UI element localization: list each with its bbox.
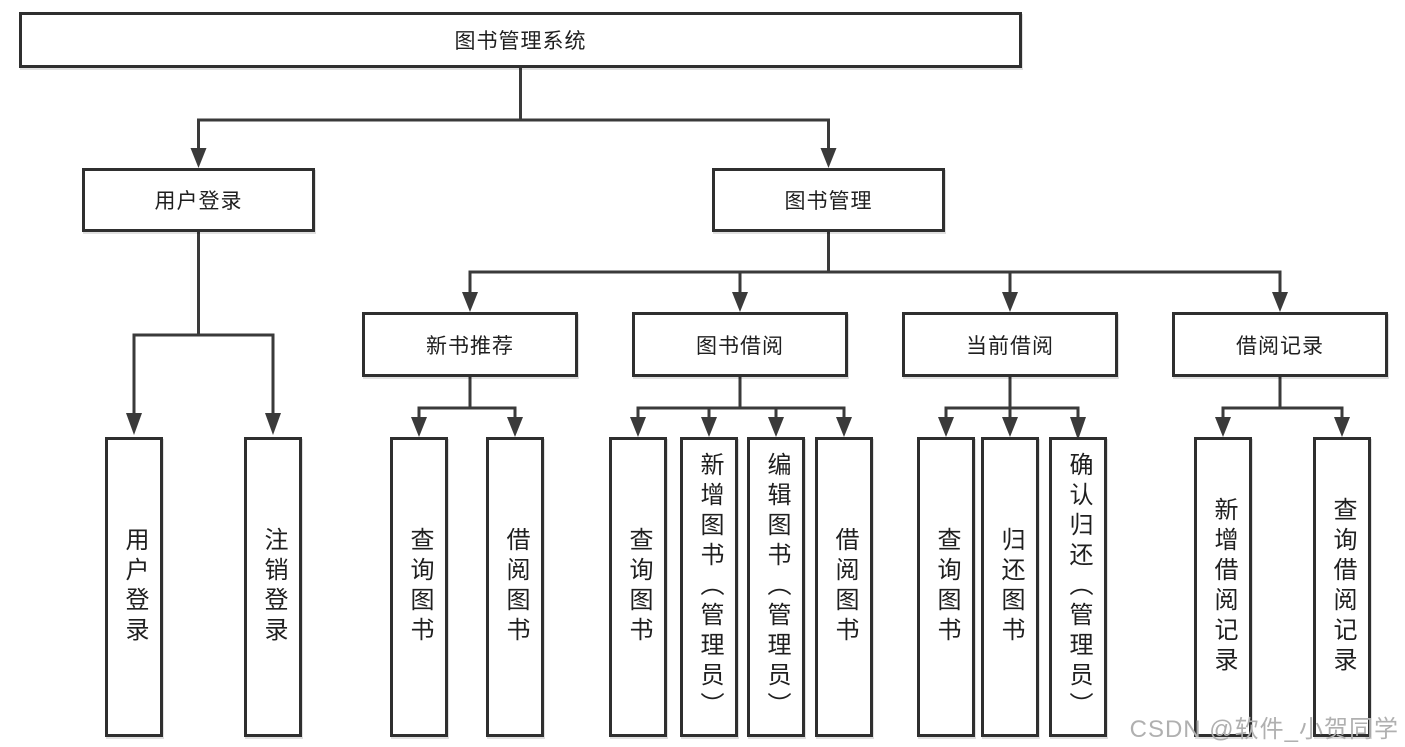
node-label: 当前借阅: [966, 334, 1054, 358]
node-system-root: 图书管理系统: [19, 12, 1022, 68]
leaf-query-books-1: 查询图书: [390, 437, 448, 737]
node-label: 图书管理系统: [454, 30, 587, 53]
node-label: 用户登录: [121, 527, 148, 647]
leaf-return-books: 归还图书: [981, 437, 1039, 737]
leaf-query-books-3: 查询图书: [917, 437, 975, 737]
node-label: 图书管理: [784, 190, 873, 213]
node-label: 查询图书: [406, 527, 433, 647]
node-label: 确认归还（管理员）: [1065, 452, 1092, 722]
node-label: 借阅图书: [831, 527, 858, 647]
node-borrowing-records: 借阅记录: [1172, 312, 1388, 377]
node-label: 归还图书: [997, 527, 1024, 647]
leaf-add-books-admin: 新增图书（管理员）: [680, 437, 738, 737]
node-current-borrowing: 当前借阅: [902, 312, 1118, 377]
watermark: CSDN @软件_小贺同学: [1129, 716, 1399, 743]
node-book-borrowing: 图书借阅: [632, 312, 848, 377]
leaf-query-borrow-record: 查询借阅记录: [1313, 437, 1371, 737]
node-label: 查询图书: [625, 527, 652, 647]
node-label: 查询图书: [933, 527, 960, 647]
node-label: 注销登录: [260, 527, 287, 647]
node-label: 查询借阅记录: [1329, 497, 1356, 677]
leaf-borrow-books-2: 借阅图书: [815, 437, 873, 737]
leaf-borrow-books-1: 借阅图书: [486, 437, 544, 737]
node-new-book-recommend: 新书推荐: [362, 312, 578, 377]
node-label: 新书推荐: [426, 334, 514, 358]
node-book-management: 图书管理: [712, 168, 945, 232]
leaf-query-books-2: 查询图书: [609, 437, 667, 737]
leaf-user-login: 用户登录: [105, 437, 163, 737]
node-label: 新增图书（管理员）: [696, 452, 723, 722]
node-label: 图书借阅: [696, 334, 784, 358]
leaf-logout: 注销登录: [244, 437, 302, 737]
node-label: 借阅图书: [502, 527, 529, 647]
node-user-login: 用户登录: [82, 168, 315, 232]
leaf-add-borrow-record: 新增借阅记录: [1194, 437, 1252, 737]
node-label: 编辑图书（管理员）: [763, 452, 790, 722]
node-label: 新增借阅记录: [1210, 497, 1237, 677]
leaf-confirm-return-admin: 确认归还（管理员）: [1049, 437, 1107, 737]
node-label: 用户登录: [154, 190, 243, 213]
leaf-edit-books-admin: 编辑图书（管理员）: [747, 437, 805, 737]
node-label: 借阅记录: [1236, 334, 1324, 358]
